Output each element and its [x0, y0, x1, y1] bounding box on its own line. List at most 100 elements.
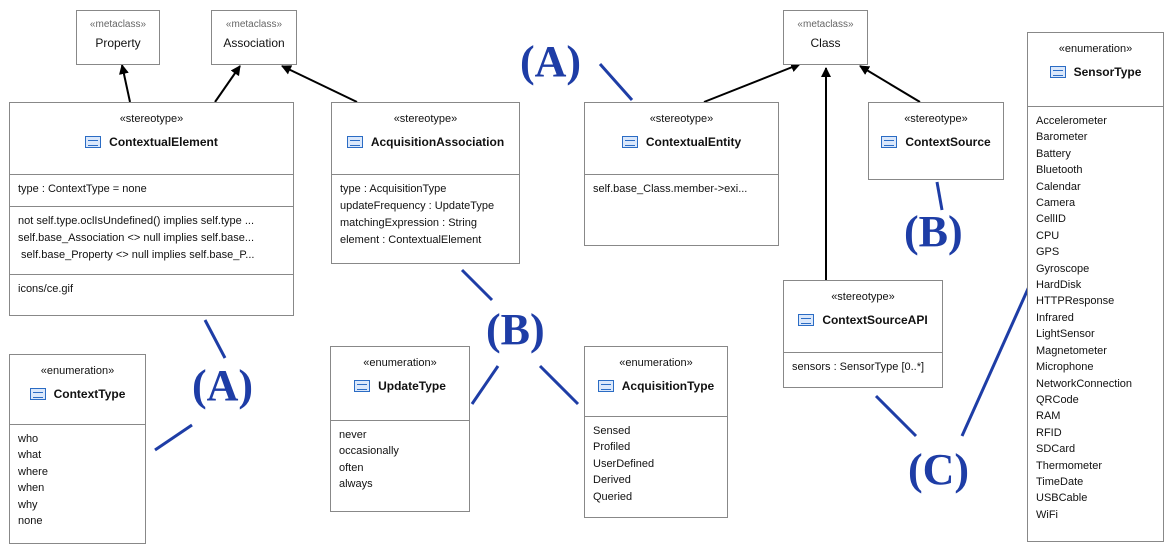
enum-literal: occasionally	[339, 445, 399, 458]
annotation-label-b: (B)	[486, 305, 545, 354]
stereotype-label: «stereotype»	[649, 113, 714, 125]
metaclass-stereotype-label: «metaclass»	[225, 19, 283, 30]
enumeration-acquisition-type[interactable]: «enumeration» AcquisitionType Sensed Pro…	[584, 346, 728, 518]
enum-literal: WiFi	[1036, 508, 1058, 521]
enum-literal: Queried	[593, 490, 633, 503]
stereotype-acquisition-association[interactable]: «stereotype» AcquisitionAssociation type…	[331, 102, 520, 264]
annotation-label-b: (B)	[904, 207, 963, 256]
enumeration-icon	[597, 380, 614, 392]
metaclass-stereotype-label: «metaclass»	[89, 19, 147, 30]
annotation-label-a: (A)	[192, 361, 254, 410]
enum-literal: CPU	[1036, 229, 1060, 242]
enumeration-label: «enumeration»	[40, 365, 115, 377]
enumeration-name: ContextType	[53, 387, 126, 401]
enum-literal: why	[18, 498, 38, 511]
literals-section: Sensed Profiled UserDefined Derived Quer…	[585, 417, 727, 511]
metaclass-association[interactable]: «metaclass» Association	[211, 10, 297, 65]
enum-literal: Profiled	[593, 441, 631, 454]
stereotype-context-source-api[interactable]: «stereotype» ContextSourceAPI sensors : …	[783, 280, 943, 388]
enum-literal: Sensed	[593, 425, 631, 437]
stereotype-icon	[85, 136, 102, 148]
enumeration-name: SensorType	[1073, 65, 1142, 79]
enum-literal: what	[18, 449, 42, 462]
enum-literal: LightSensor	[1036, 328, 1095, 341]
stereotype-icon	[346, 136, 363, 148]
enum-literal: none	[18, 515, 43, 528]
literals-section: never occasionally often always	[331, 421, 469, 499]
annotation-line-b-source	[935, 181, 944, 211]
icon-path: icons/ce.gif	[18, 283, 74, 295]
attribute: updateFrequency : UpdateType	[340, 200, 495, 212]
constraint: not self.type.oclIsUndefined() implies s…	[18, 215, 254, 227]
stereotype-label: «stereotype»	[393, 113, 458, 125]
metaclass-class[interactable]: «metaclass» Class	[783, 10, 868, 65]
extension-arrow-entity-class	[703, 62, 801, 103]
constraints-section: self.base_Class.member->exi...	[585, 175, 778, 204]
stereotype-label: «stereotype»	[831, 291, 895, 303]
attributes-section: type : ContextType = none	[10, 175, 293, 207]
annotation-line-a-contexttype	[154, 423, 193, 452]
annotation-line-b-association	[460, 268, 494, 302]
constraint: self.base_Association <> null implies se…	[18, 232, 255, 244]
enum-literal: where	[18, 465, 48, 478]
enum-literal: CellID	[1036, 213, 1066, 226]
metaclass-name: Association	[223, 36, 285, 50]
icon-section: icons/ce.gif	[10, 275, 293, 304]
annotation-line-a-element	[203, 319, 227, 359]
stereotype-context-source[interactable]: «stereotype» ContextSource	[868, 102, 1004, 180]
stereotype-name: ContextSource	[905, 135, 991, 149]
enum-literal: Gyroscope	[1036, 262, 1090, 275]
enum-literal: when	[18, 482, 45, 495]
enum-literal: Calendar	[1036, 180, 1081, 193]
enum-literal: RFID	[1036, 426, 1062, 439]
stereotype-contextual-element[interactable]: «stereotype» ContextualElement type : Co…	[9, 102, 294, 316]
attribute: element : ContextualElement	[340, 234, 482, 246]
annotation-line-a-entity	[598, 63, 634, 101]
attributes-section: sensors : SensorType [0..*]	[784, 353, 942, 382]
attributes-section: type : AcquisitionType updateFrequency :…	[332, 175, 519, 255]
metaclass-property[interactable]: «metaclass» Property	[76, 10, 160, 65]
enum-literal: Microphone	[1036, 361, 1094, 374]
stereotype-icon	[798, 314, 815, 326]
enumeration-name: AcquisitionType	[621, 379, 715, 393]
attribute: type : ContextType = none	[18, 183, 147, 195]
extension-arrow-element-property	[119, 64, 131, 103]
enumeration-context-type[interactable]: «enumeration» ContextType who what where…	[9, 354, 146, 544]
enumeration-name: UpdateType	[378, 379, 446, 393]
metaclass-name: Class	[810, 36, 841, 50]
enum-literal: Battery	[1036, 147, 1071, 160]
stereotype-name: ContextSourceAPI	[822, 313, 928, 327]
metaclass-name: Property	[95, 36, 141, 50]
enumeration-icon	[29, 388, 46, 400]
enum-literal: Accelerometer	[1036, 115, 1107, 127]
stereotype-label: «stereotype»	[904, 113, 968, 125]
extension-arrow-element-association	[214, 65, 241, 103]
enum-literal: HTTPResponse	[1036, 295, 1115, 308]
stereotype-name: AcquisitionAssociation	[370, 135, 505, 149]
enum-literal: always	[339, 478, 373, 491]
stereotype-name: ContextualEntity	[645, 135, 742, 149]
attribute: matchingExpression : String	[340, 217, 477, 229]
enum-literal: Thermometer	[1036, 459, 1103, 472]
enum-literal: GPS	[1036, 246, 1060, 259]
stereotype-name: ContextualElement	[109, 135, 218, 149]
enumeration-update-type[interactable]: «enumeration» UpdateType never occasiona…	[330, 346, 470, 512]
enum-literal: Infrared	[1036, 311, 1074, 324]
stereotype-icon	[881, 136, 898, 148]
enum-literal: HardDisk	[1036, 279, 1082, 292]
enum-literal: never	[339, 429, 367, 441]
extension-arrow-acquisition-association	[281, 65, 358, 103]
enum-literal: NetworkConnection	[1036, 377, 1132, 390]
enum-literal: Bluetooth	[1036, 164, 1083, 177]
literals-section: who what where when why none	[10, 425, 145, 535]
stereotype-label: «stereotype»	[119, 113, 184, 125]
constraint: self.base_Class.member->exi...	[593, 183, 748, 195]
stereotype-contextual-entity[interactable]: «stereotype» ContextualEntity self.base_…	[584, 102, 779, 246]
enum-literal: Derived	[593, 474, 631, 487]
enum-literal: UserDefined	[593, 457, 655, 470]
enum-literal: Barometer	[1036, 131, 1088, 144]
stereotype-icon	[621, 136, 638, 148]
